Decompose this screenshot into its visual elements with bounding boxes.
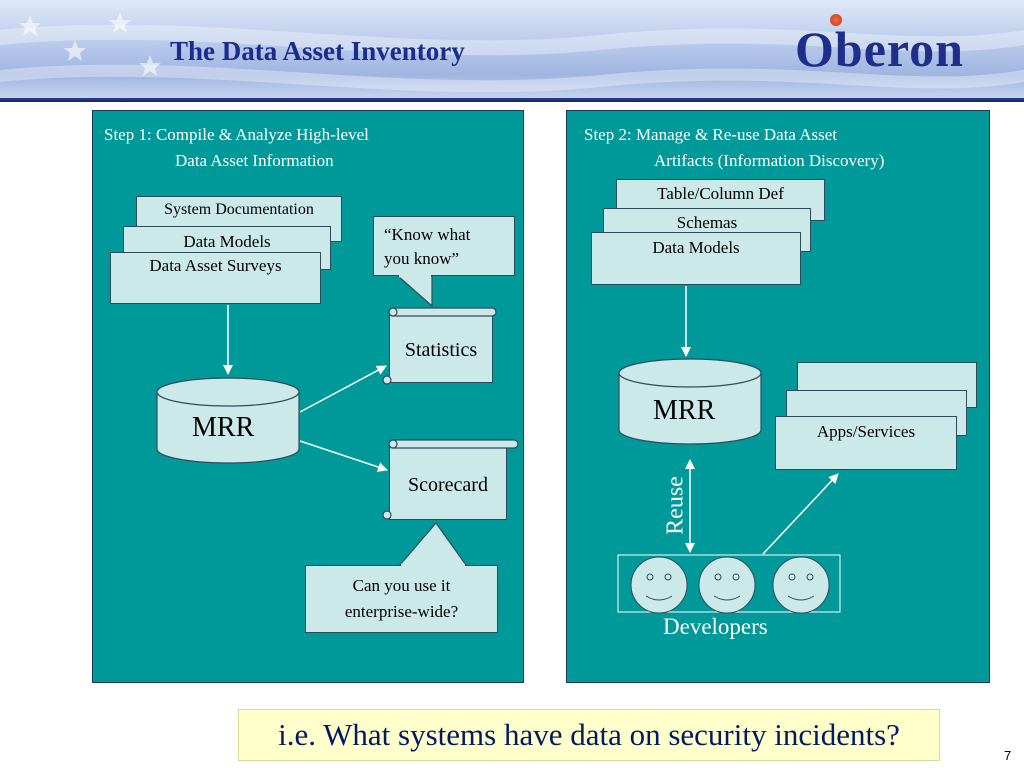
- mrr-label-right: MRR: [653, 395, 716, 426]
- enterprise-callout-line2: enterprise-wide?: [344, 602, 459, 621]
- developer-smiley-3: [772, 556, 830, 614]
- step2-heading-line2: Artifacts (Information Discovery): [654, 151, 885, 170]
- know-callout-box: “Know what you know”: [373, 216, 515, 276]
- slide-header: The Data Asset Inventory Oberon: [0, 0, 1024, 100]
- step2-heading-line1: Step 2: Manage & Re-use Data Asset: [584, 125, 838, 144]
- developers-label: Developers: [663, 614, 768, 639]
- page-number: 7: [1004, 748, 1012, 763]
- know-callout-line2: you know”: [384, 249, 460, 268]
- header-rule: [0, 98, 1024, 102]
- logo-dot: [830, 14, 842, 26]
- enterprise-callout-line1: Can you use it: [352, 576, 451, 595]
- mrr-to-scorecard-arrow: [299, 440, 388, 472]
- footer-question: i.e. What systems have data on security …: [238, 709, 940, 761]
- apps-services-box: Apps/Services: [775, 416, 957, 470]
- data-asset-surveys-box: Data Asset Surveys: [110, 252, 321, 304]
- statistics-scroll: Statistics: [389, 313, 493, 383]
- scorecard-label: Scorecard: [408, 474, 488, 496]
- slide-title: The Data Asset Inventory: [170, 36, 465, 66]
- developers-to-apps-arrow: [762, 473, 839, 555]
- flag-background: [0, 12, 1024, 93]
- mrr-label-left: MRR: [192, 412, 255, 443]
- oberon-logo: Oberon: [795, 21, 964, 77]
- scorecard-scroll-curls: [382, 439, 519, 520]
- mrr-cylinder-left: [156, 377, 300, 464]
- know-callout-pointer: [396, 275, 433, 308]
- statistics-label: Statistics: [404, 339, 478, 361]
- mrr-to-statistics-arrow: [299, 365, 387, 413]
- developer-smiley-2: [698, 556, 756, 614]
- know-callout-line1: “Know what: [384, 225, 471, 244]
- statistics-scroll-curls: [382, 307, 497, 385]
- step1-heading-line2: Data Asset Information: [175, 151, 334, 170]
- enterprise-callout-pointer: [398, 522, 468, 566]
- reuse-label: Reuse: [662, 476, 689, 535]
- developer-smiley-1: [630, 556, 688, 614]
- mrr-cylinder-right: [618, 358, 762, 445]
- step1-heading-line1: Step 1: Compile & Analyze High-level: [104, 125, 369, 144]
- scorecard-scroll: Scorecard: [389, 445, 507, 520]
- data-models-box-right: Data Models: [591, 232, 801, 285]
